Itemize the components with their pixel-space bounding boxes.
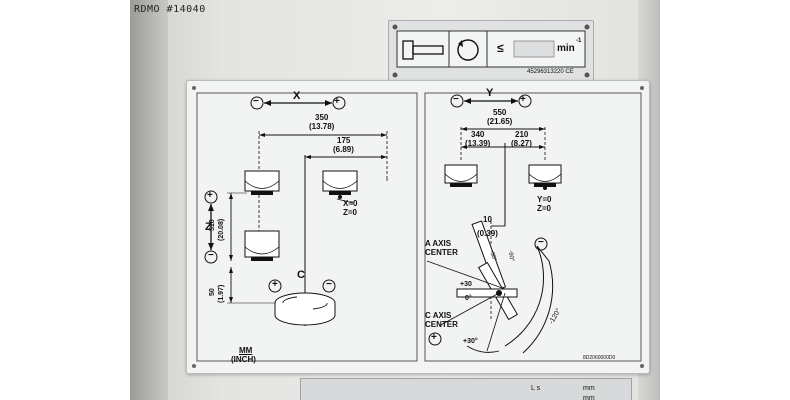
y-pos-mm: 210 bbox=[515, 130, 529, 139]
z-plus: + bbox=[207, 190, 213, 201]
z-zero-right: Z=0 bbox=[537, 204, 552, 213]
spindle-upper-left-icon bbox=[244, 170, 280, 195]
y-plus: + bbox=[520, 94, 526, 105]
x-travel-inch: (13.78) bbox=[309, 122, 335, 131]
a-angle-zero: 0° bbox=[465, 295, 472, 302]
bottom-unit-2: mm bbox=[583, 395, 595, 400]
spindle-y-left-icon bbox=[444, 164, 478, 187]
spindle-part-number: 45296313220 CE bbox=[527, 69, 574, 75]
x-travel-mm: 350 bbox=[315, 113, 329, 122]
rpm-prefix: ≤ bbox=[497, 41, 504, 55]
a-angle-pos30: +30 bbox=[460, 281, 472, 288]
rpm-exponent: -1 bbox=[576, 38, 582, 44]
axis-diagram bbox=[192, 86, 644, 368]
spindle-y-right-icon bbox=[528, 164, 562, 190]
spindle-upper-right-icon bbox=[322, 170, 358, 199]
rotary-table-icon bbox=[274, 292, 336, 326]
a-axis-label-2: CENTER bbox=[425, 248, 458, 257]
c-axis-label-1: C AXIS bbox=[425, 311, 452, 320]
c-angle-pos30: +30° bbox=[463, 338, 478, 345]
units-mm: MM bbox=[239, 346, 253, 355]
y-axis-arrow bbox=[450, 94, 532, 108]
z-axis-arrow bbox=[204, 190, 218, 264]
y-travel-inch: (21.65) bbox=[487, 117, 513, 126]
center-offset-inch: (0.39) bbox=[477, 229, 498, 238]
z-zero-left: Z=0 bbox=[343, 208, 358, 217]
x-zero: X=0 bbox=[343, 199, 358, 208]
bottom-unit-1: mm bbox=[583, 385, 595, 392]
lower-plate: L s mm mm bbox=[300, 378, 632, 400]
x-axis-arrow bbox=[250, 96, 346, 110]
machine-frame-shadow bbox=[130, 0, 168, 400]
bottom-prefix: L s bbox=[531, 385, 541, 392]
spindle-speed-plate: ≤ min -1 45296313220 CE bbox=[388, 20, 594, 82]
z-travel-mm: 510 bbox=[209, 219, 216, 231]
y-neg-inch: (13.39) bbox=[465, 139, 491, 148]
units-inch: (INCH) bbox=[231, 355, 256, 364]
y-zero: Y=0 bbox=[537, 195, 552, 204]
c-minus-left: − bbox=[326, 279, 332, 290]
rpm-unit: min bbox=[557, 43, 575, 54]
photo-id: RDMO #14040 bbox=[134, 4, 206, 15]
x-plus: + bbox=[334, 96, 340, 107]
z-low-mm: 50 bbox=[209, 288, 216, 296]
x-axis-label: X bbox=[293, 90, 301, 102]
y-travel-mm: 550 bbox=[493, 108, 507, 117]
x-minus: − bbox=[253, 96, 259, 107]
z-travel-inch: (20.08) bbox=[218, 218, 225, 241]
y-neg-mm: 340 bbox=[471, 130, 485, 139]
spindle-tool-icon bbox=[402, 40, 444, 60]
axis-travel-plate: − X + 350 (13.78) 175 (6.89) X=0 Z=0 Z +… bbox=[186, 80, 650, 374]
x-offset-mm: 175 bbox=[337, 136, 351, 145]
y-minus: − bbox=[453, 94, 459, 105]
c-plus-left: + bbox=[272, 279, 278, 290]
a-minus: − bbox=[538, 237, 544, 248]
c-plus-right: + bbox=[431, 332, 437, 343]
z-minus: − bbox=[208, 250, 214, 261]
plate-code: 8D2060000D0 bbox=[583, 355, 616, 361]
spindle-plate-graphics bbox=[392, 24, 590, 78]
rotation-icon bbox=[457, 39, 479, 61]
y-pos-inch: (8.27) bbox=[511, 139, 532, 148]
center-offset-mm: 10 bbox=[483, 215, 492, 224]
z-axis-label: Z bbox=[205, 221, 212, 233]
y-axis-label: Y bbox=[486, 87, 494, 99]
c-axis-label-left: C bbox=[297, 269, 305, 281]
a-axis-label-1: A AXIS bbox=[425, 239, 452, 248]
z-low-inch: (1.97) bbox=[218, 284, 225, 303]
photo: ≤ min -1 45296313220 CE bbox=[130, 0, 660, 400]
spindle-lower-icon bbox=[244, 230, 280, 261]
a-axis-rotation-diagram bbox=[426, 220, 554, 354]
c-axis-label-2: CENTER bbox=[425, 320, 458, 329]
x-offset-inch: (6.89) bbox=[333, 145, 354, 154]
